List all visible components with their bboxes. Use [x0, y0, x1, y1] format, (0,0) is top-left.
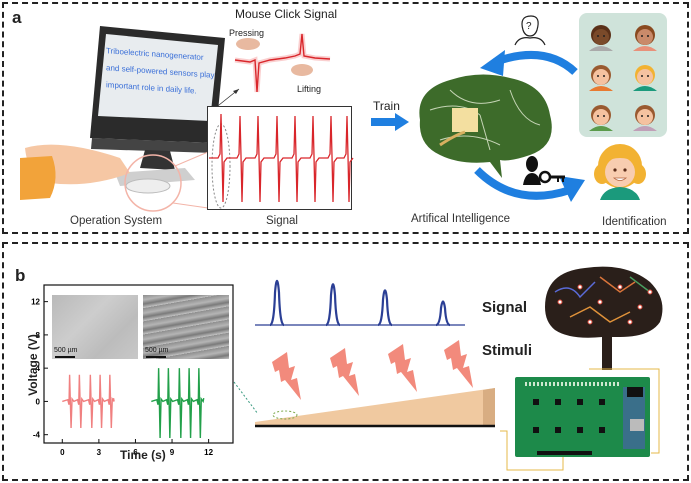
signal-waveform	[209, 113, 354, 203]
person-avatar	[589, 25, 613, 51]
neuromorphic-brain-icon	[545, 266, 663, 370]
circuit-board	[515, 377, 650, 457]
unknown-person-icon: ?	[514, 15, 546, 46]
sem-image-smooth	[52, 295, 138, 359]
person-key-icon	[523, 156, 565, 185]
identification-arrows	[474, 50, 585, 202]
y-tick-label: 8	[36, 331, 41, 340]
voltage-series	[62, 374, 115, 429]
x-tick-label: 9	[170, 448, 175, 457]
sensor-spot	[272, 410, 298, 420]
sleeve	[20, 156, 56, 200]
y-tick-label: 4	[36, 364, 41, 373]
ramp-top	[255, 388, 495, 426]
x-tick-label: 3	[97, 448, 102, 457]
mouse-click-title: Mouse Click Signal	[235, 7, 338, 21]
y-tick-label: -4	[33, 431, 41, 440]
mouse-click-signal	[234, 33, 331, 93]
caption-ai: Artifical Intelligence	[411, 213, 511, 225]
panel-a	[2, 2, 689, 234]
train-arrow-icon	[371, 113, 409, 131]
signal-peak	[377, 289, 393, 327]
caption-operation-system: Operation System	[70, 215, 163, 227]
x-tick-label: 0	[60, 448, 65, 457]
scale-label-rough: 500 µm	[145, 347, 169, 354]
chart-xlabel: Time (s)	[120, 448, 166, 462]
person-avatar	[633, 105, 657, 131]
panel-b	[2, 242, 689, 481]
svg-text:?: ?	[526, 21, 532, 32]
y-tick-label: 12	[31, 298, 40, 307]
x-tick-label: 12	[204, 448, 213, 457]
pressing-label: Pressing	[229, 28, 265, 38]
panel-b-letter: b	[15, 266, 26, 285]
person-avatar	[589, 65, 613, 91]
chip-core	[452, 108, 478, 132]
signal-label: Signal	[482, 299, 528, 316]
person-avatar	[633, 25, 657, 51]
signal-chart	[207, 106, 354, 210]
sem-image-rough	[143, 295, 229, 359]
person-avatar	[633, 65, 657, 91]
link-dashed-line	[233, 381, 259, 415]
lifting-hand-icon	[291, 64, 313, 76]
output-signal-peaks	[255, 279, 465, 327]
click-waveform	[234, 33, 331, 93]
scale-label-smooth: 500 µm	[54, 347, 78, 354]
x-tick-label: 6	[133, 448, 138, 457]
caption-identification: Identification	[602, 216, 667, 228]
signal-peak	[435, 300, 451, 327]
stimuli-label: Stimuli	[482, 342, 533, 359]
ramp-side	[483, 388, 495, 426]
monitor-text: Triboelectric nanogenerator and self-pow…	[106, 42, 215, 101]
stimuli-ramp	[255, 340, 495, 428]
connection-wires	[500, 368, 660, 471]
lifting-label: Lifting	[297, 84, 322, 94]
computer-illustration	[20, 26, 225, 212]
train-label: Train	[373, 99, 400, 113]
scale-bar-smooth	[55, 356, 75, 358]
signal-peak	[269, 279, 285, 327]
caption-signal: Signal	[266, 215, 298, 227]
y-tick-label: 0	[36, 397, 41, 406]
voltage-series	[151, 368, 205, 439]
identify-arrow	[474, 167, 572, 200]
people-avatars	[589, 25, 657, 131]
lightning-bolt-icon	[388, 344, 417, 392]
zoom-circle	[124, 154, 182, 212]
mouse-icon	[125, 178, 171, 194]
identified-person-avatar	[594, 144, 646, 200]
query-arrow	[493, 50, 578, 76]
lightning-bolt-icon	[272, 352, 301, 400]
chart-ylabel: Voltage (V)	[25, 334, 40, 396]
scale-bar-rough	[146, 356, 166, 358]
panel-a-letter: a	[12, 8, 22, 27]
pressing-hand-icon	[236, 38, 260, 50]
monitor-screen	[98, 34, 218, 121]
lightning-bolt-icon	[330, 348, 359, 396]
lightning-bolt-icon	[444, 340, 473, 388]
ai-brain-icon	[419, 74, 552, 178]
person-avatar	[589, 105, 613, 131]
signal-peak	[325, 283, 341, 327]
